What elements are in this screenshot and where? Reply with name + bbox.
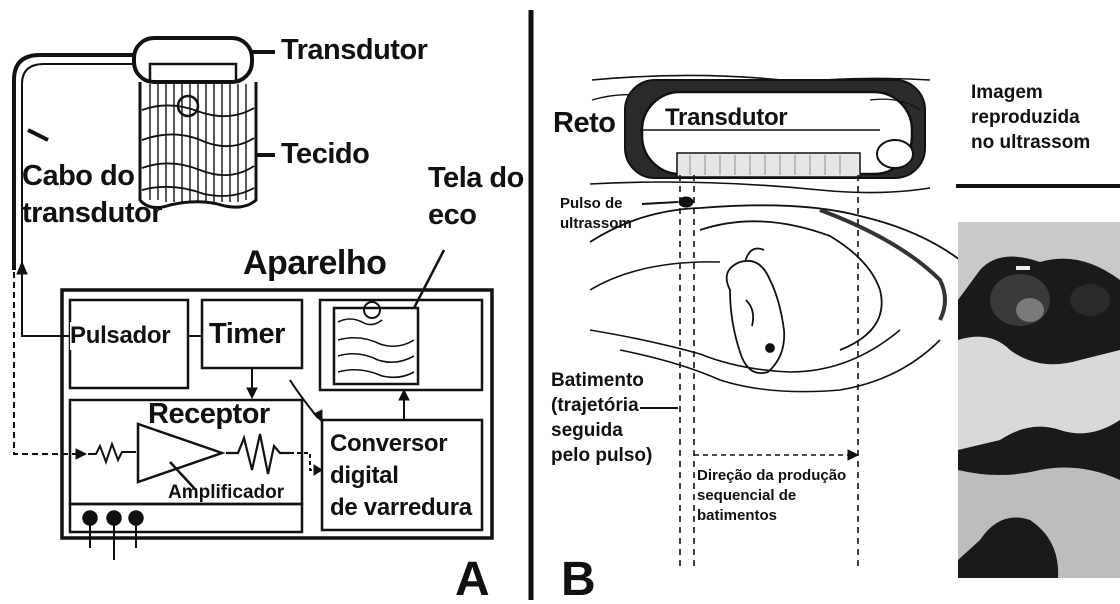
input-waveform [88,441,136,465]
label-direcao-da-producao: Direção da produção sequencial de batime… [697,467,847,524]
scan-plane [676,152,861,178]
label-aparelho: Aparelho [243,244,387,282]
label-batimento: Batimento (trajetória seguida pelo pulso… [551,370,653,467]
ultrasound-pulse [678,196,694,208]
label-pulso-de-ultrassom: Pulso de ultrassom [560,195,632,232]
panel-letter-b: B [561,553,596,604]
transducer-cable [12,53,134,270]
panel-b-diagram [589,74,961,570]
label-cabo-do-transdutor: Cabo do transdutor [22,160,163,230]
tissue-block [138,82,258,210]
amplified-waveform [226,433,290,475]
label-transdutor-b: Transdutor [665,104,788,131]
label-transdutor-a: Transdutor [281,34,428,66]
apparatus-box [60,288,494,540]
label-receptor: Receptor [148,398,270,430]
label-tecido: Tecido [281,138,370,170]
label-imagem-reproduzida: Imagem reproduzida no ultrassom [971,82,1091,154]
embryo-drawing [725,247,786,374]
label-amplificador: Amplificador [168,482,285,503]
label-reto: Reto [553,107,616,139]
label-conversor-digital-de-varredura: Conversor digital de varredura [330,430,472,521]
panel-letter-a: A [455,553,490,604]
label-timer: Timer [209,318,285,350]
ultrasound-image [956,184,1120,578]
label-pulsador: Pulsador [70,322,171,350]
label-tela-do-eco: Tela do eco [428,162,524,232]
transducer-head [132,36,254,84]
echo-screen [332,306,420,386]
panel-a-diagram [12,36,494,560]
amplifier-triangle [136,422,226,484]
